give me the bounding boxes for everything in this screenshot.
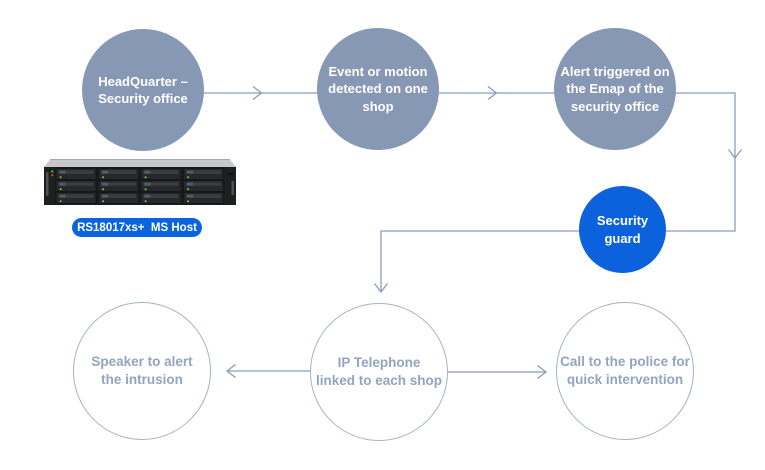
node-headquarter-security-office: HeadQuarter – Security office <box>82 29 204 151</box>
node-speaker-alert-intrusion: Speaker to alert the intrusion <box>73 302 211 440</box>
chevron-down-icon <box>727 149 743 160</box>
right-rack-ear <box>225 167 236 205</box>
connector-telephone-to-police <box>448 364 548 380</box>
left-rack-ear <box>44 167 55 205</box>
chevron-left-icon <box>225 363 236 379</box>
rackstation-server-image <box>44 159 236 205</box>
node-security-guard: Security guard <box>579 186 666 273</box>
node-alert-triggered-emap: Alert triggered on the Emap of the secur… <box>554 28 676 150</box>
connector-alert-to-guard-to-telephone <box>373 92 743 294</box>
chassis-top-surface <box>44 159 236 167</box>
chevron-right-icon <box>537 364 548 380</box>
chevron-right-icon <box>252 85 263 101</box>
chevron-right-icon <box>487 85 498 101</box>
node-ip-telephone: IP Telephone linked to each shop <box>310 303 448 441</box>
connector-headquarter-to-event <box>200 85 320 101</box>
node-call-police: Call to the police for quick interventio… <box>556 302 694 440</box>
connector-telephone-to-speaker <box>225 363 310 379</box>
device-label-badge: RS18017xs+ MS Host <box>72 218 202 237</box>
node-event-motion-detected: Event or motion detected on one shop <box>317 28 439 150</box>
chevron-down-icon <box>373 283 389 294</box>
status-led-red <box>51 174 54 177</box>
status-led-green <box>51 170 54 173</box>
connector-event-to-alert <box>436 85 557 101</box>
